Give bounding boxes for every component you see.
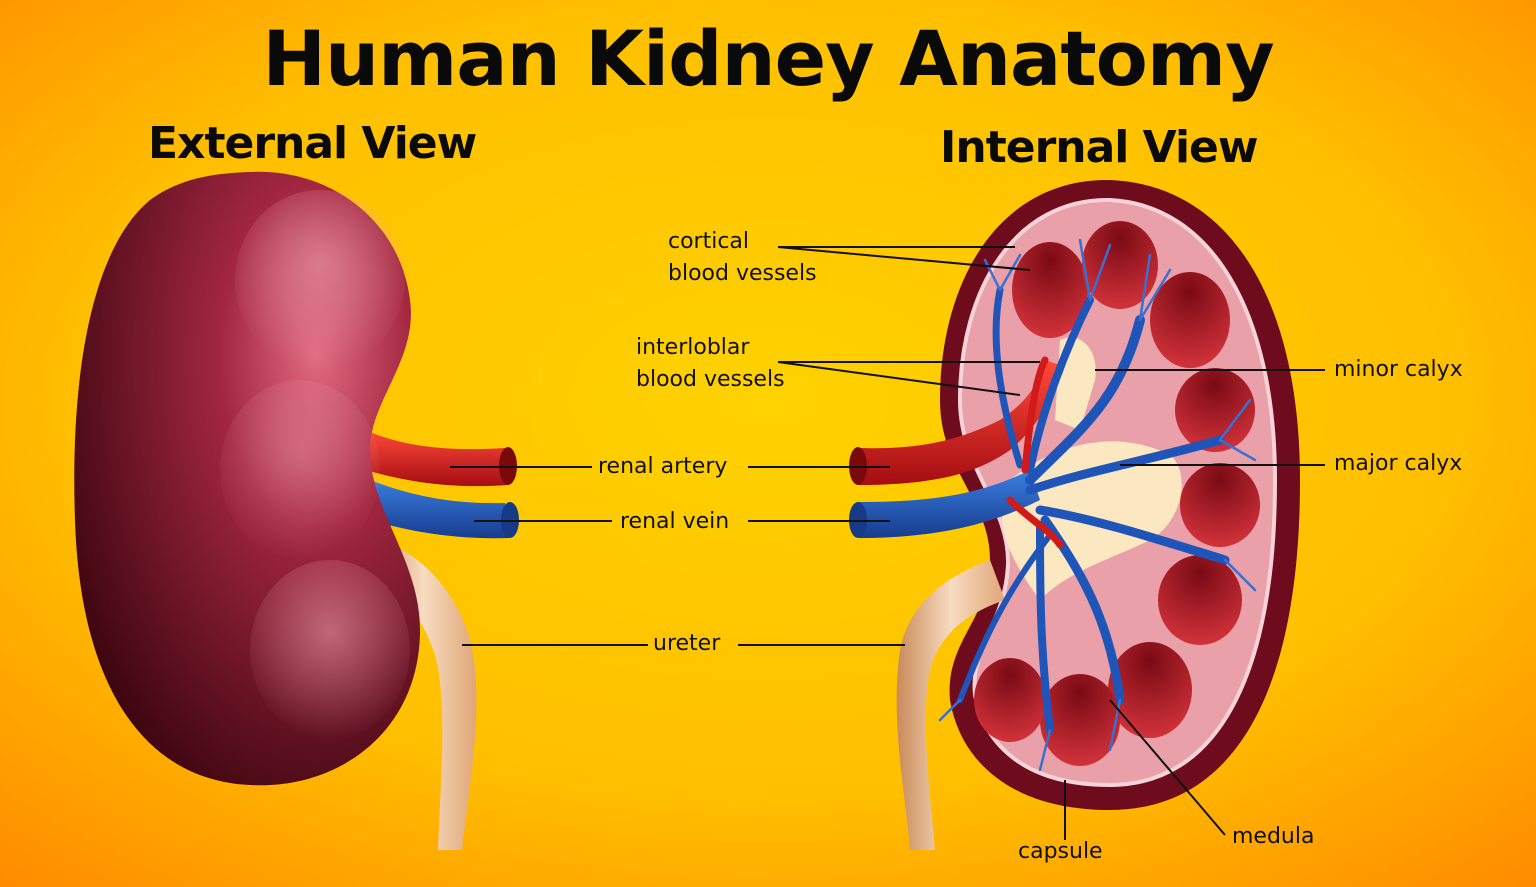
cortical-vessels bbox=[938, 238, 1257, 772]
leader-lines bbox=[450, 246, 1325, 840]
label-cortical-line1: cortical bbox=[668, 229, 750, 254]
interlobular-vessels bbox=[957, 286, 1230, 734]
label-medula: medula bbox=[1232, 824, 1315, 849]
page-title: Human Kidney Anatomy bbox=[262, 14, 1274, 103]
label-interlobular-line1: interloblar bbox=[636, 335, 750, 360]
internal-view-heading: Internal View bbox=[940, 122, 1259, 173]
internal-ureter bbox=[896, 560, 1005, 850]
external-renal-artery bbox=[365, 430, 508, 487]
label-minor-calyx: minor calyx bbox=[1334, 357, 1463, 382]
external-lobe-lower bbox=[250, 560, 410, 740]
label-renal-vein: renal vein bbox=[620, 509, 730, 534]
internal-renal-vein bbox=[858, 470, 1040, 538]
internal-kidney bbox=[849, 179, 1300, 850]
external-lobe-middle bbox=[220, 380, 380, 560]
external-ureter bbox=[370, 540, 477, 850]
label-cortical-line2: blood vessels bbox=[668, 261, 817, 286]
external-lobe-upper bbox=[235, 190, 405, 370]
label-interlobular-line2: blood vessels bbox=[636, 367, 785, 392]
external-kidney bbox=[74, 171, 519, 850]
external-view-heading: External View bbox=[148, 118, 477, 169]
label-renal-artery: renal artery bbox=[598, 454, 728, 479]
external-renal-vein bbox=[365, 478, 510, 539]
internal-renal-artery bbox=[858, 360, 1060, 485]
label-capsule: capsule bbox=[1018, 839, 1103, 864]
medulla-pyramids bbox=[974, 221, 1260, 766]
label-major-calyx: major calyx bbox=[1334, 451, 1463, 476]
label-ureter: ureter bbox=[653, 631, 721, 656]
